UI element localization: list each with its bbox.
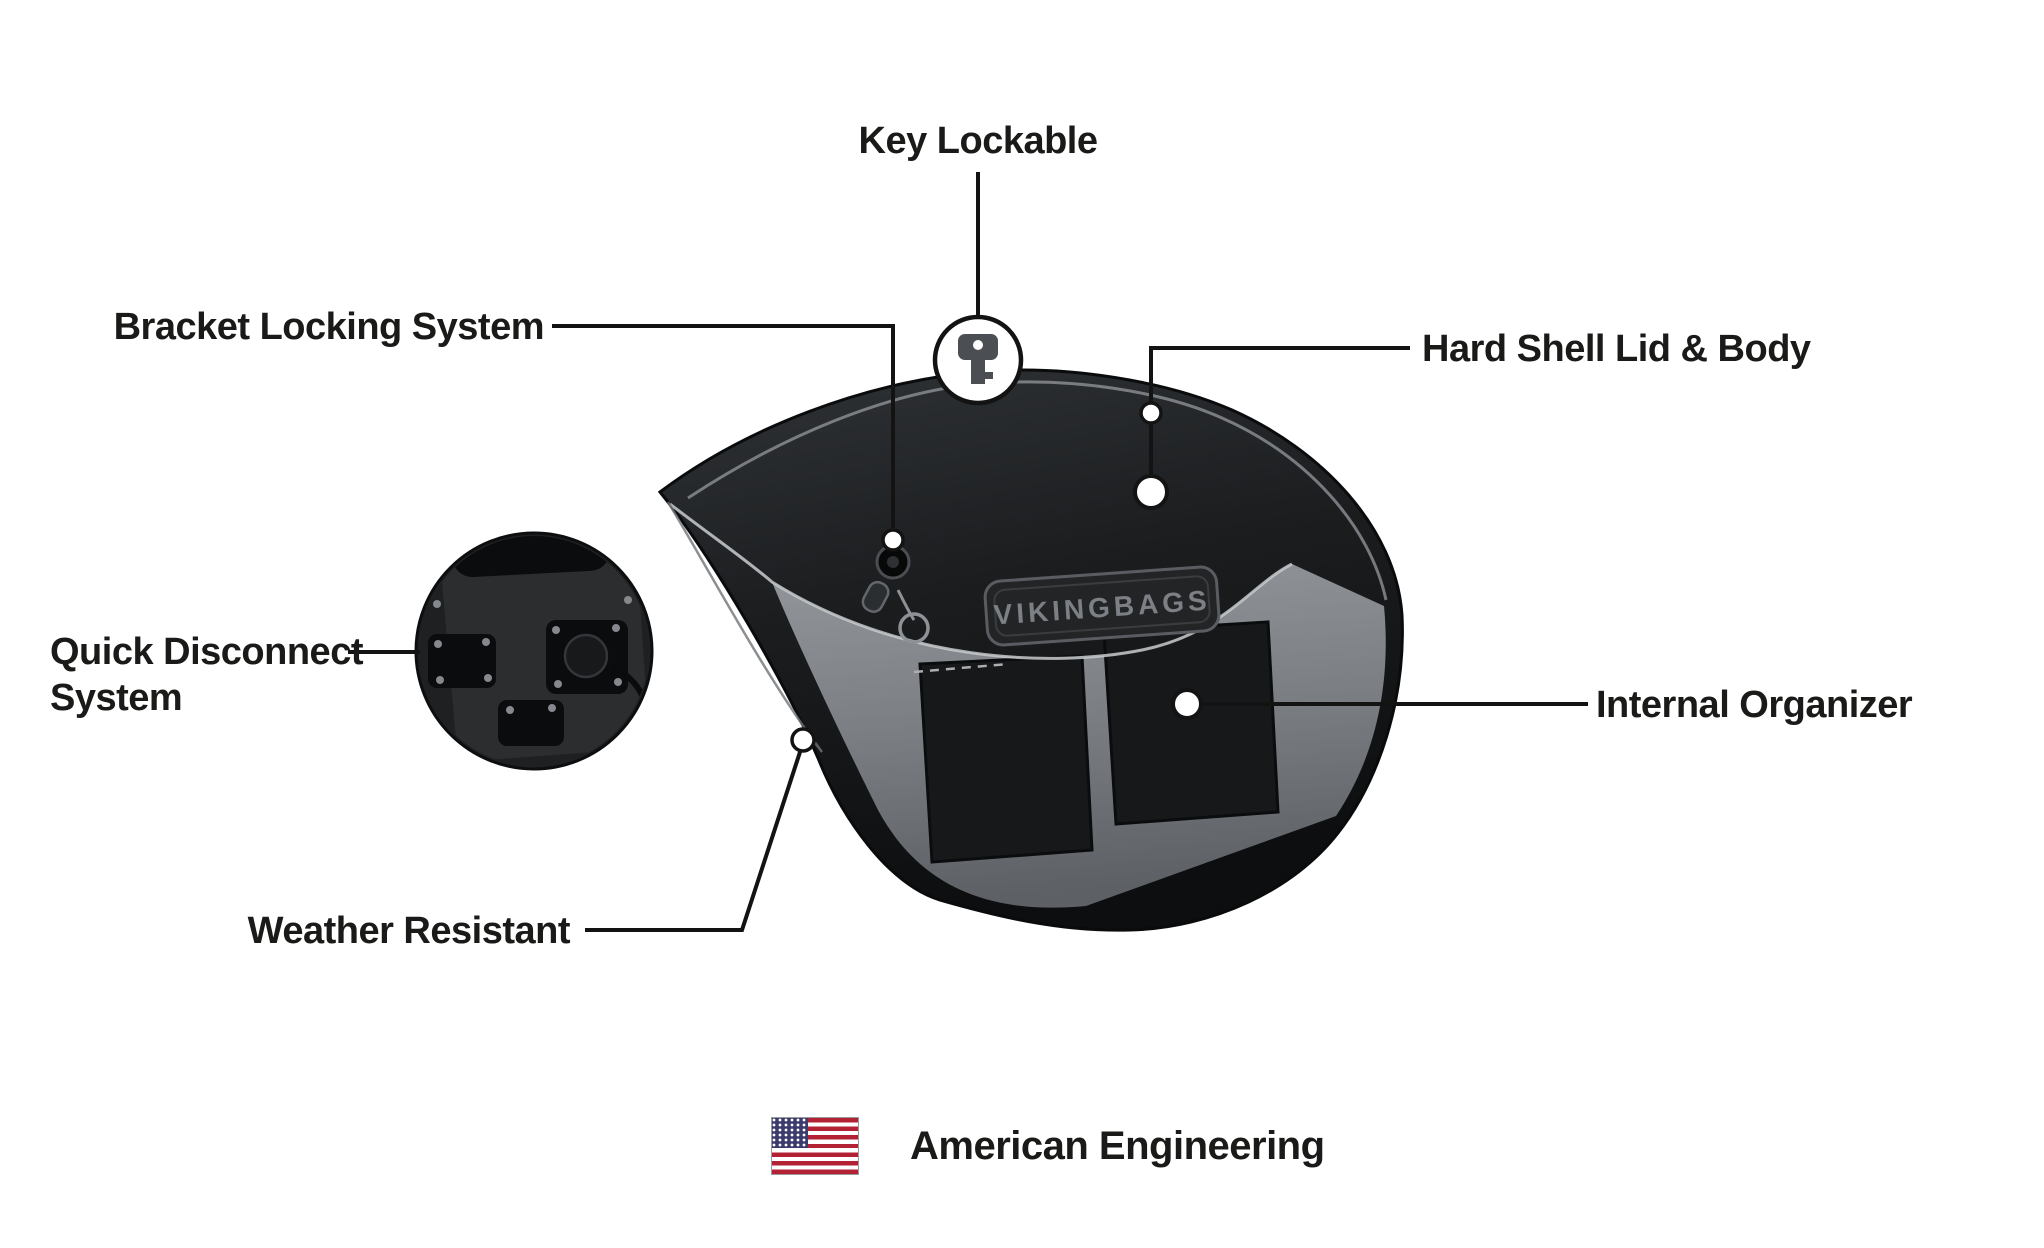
key-tooth: [973, 372, 993, 379]
label-hard-shell-lid-body: Hard Shell Lid & Body: [1422, 328, 1811, 370]
saddlebag: VIKINGBAGS: [657, 368, 1404, 932]
bracket-bottom: [498, 700, 564, 746]
keyhole-center: [887, 556, 899, 568]
bracket-plate: [563, 633, 609, 679]
keyhole-icon: [861, 544, 930, 644]
label-quick-disconnect-line2: System: [50, 677, 183, 719]
back-panel: [440, 546, 649, 762]
screws: [433, 596, 632, 757]
marker-hard-shell-body: [1133, 474, 1169, 510]
lid-seam-highlight: [669, 502, 1293, 660]
label-key-lockable: Key Lockable: [858, 120, 1099, 162]
key-bow: [861, 580, 890, 613]
label-bracket-locking-system: Bracket Locking System: [113, 306, 545, 348]
label-quick-disconnect-line1: Quick Disconnect: [50, 631, 363, 673]
marker-hard-shell-lid: [1139, 401, 1163, 425]
us-flag-icon: [771, 1117, 859, 1175]
lid-top-highlight: [687, 380, 1388, 601]
key-ring: [898, 612, 930, 644]
label-quick-disconnect-system: Quick Disconnect System: [50, 629, 363, 721]
key-cord: [896, 589, 916, 621]
marker-internal-organizer: [1171, 688, 1203, 720]
label-internal-organizer: Internal Organizer: [1596, 684, 1913, 726]
callout-line-bracket-locking: [552, 324, 895, 528]
organizer-pocket-left: [918, 654, 1094, 864]
callout-lines: [348, 172, 1588, 932]
marker-weather-resistant: [790, 727, 816, 753]
lid-left-highlight: [666, 501, 823, 753]
bracket-left: [428, 634, 496, 688]
callout-markers: [790, 401, 1203, 753]
callout-line-hard-shell: [1149, 346, 1410, 475]
callout-line-weather-resistant: [585, 751, 802, 932]
brand-badge-inner-border: [993, 575, 1211, 637]
us-flag-canton: [772, 1118, 808, 1149]
key-head-hole: [973, 340, 983, 350]
brand-badge: VIKINGBAGS: [983, 565, 1221, 647]
marker-bracket-locking: [881, 528, 905, 552]
key-stem: [971, 358, 985, 384]
footer-label: American Engineering: [910, 1124, 1325, 1168]
footer: American Engineering: [771, 1117, 1325, 1175]
label-weather-resistant: Weather Resistant: [247, 910, 571, 952]
quick-disconnect-inset: [414, 531, 654, 771]
key-icon: [932, 314, 1024, 406]
